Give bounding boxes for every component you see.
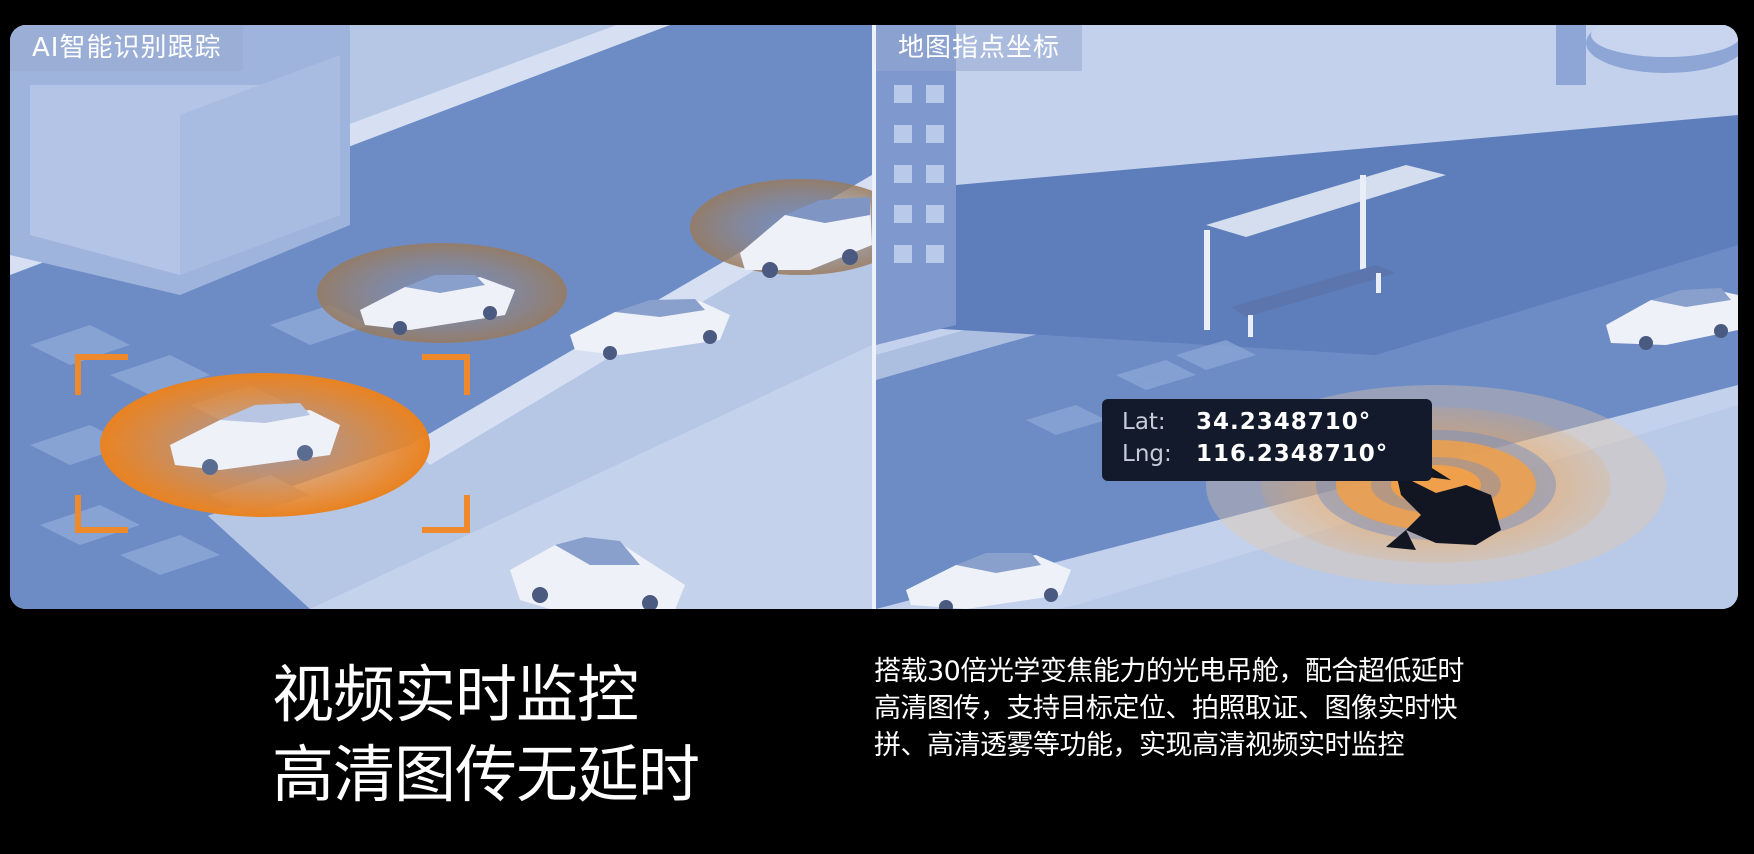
headline-line-1: 视频实时监控 bbox=[272, 658, 639, 731]
bus-shelter-icon bbox=[1204, 165, 1446, 337]
car-icon bbox=[360, 275, 515, 335]
longitude-row: Lng: 116.2348710° bbox=[1122, 441, 1388, 467]
ai-tracking-panel: AI智能识别跟踪 bbox=[10, 25, 872, 609]
headline: 视频实时监控 高清图传无延时 bbox=[272, 655, 700, 815]
longitude-label: Lng: bbox=[1122, 441, 1172, 467]
coordinate-tooltip: Lat: 34.2348710° Lng: 116.2348710° bbox=[1102, 399, 1432, 481]
latitude-value: 34.2348710° bbox=[1196, 409, 1372, 435]
ai-tracking-scene bbox=[10, 25, 872, 609]
suv-icon bbox=[740, 197, 872, 278]
car-icon bbox=[510, 537, 685, 609]
feature-description: 搭载30倍光学变焦能力的光电吊舱，配合超低延时高清图传，支持目标定位、拍照取证、… bbox=[874, 656, 1464, 761]
map-pointing-scene bbox=[876, 25, 1738, 609]
panel-divider bbox=[872, 25, 876, 609]
car-icon bbox=[570, 299, 730, 360]
car-icon bbox=[906, 553, 1071, 609]
car-icon bbox=[170, 403, 340, 475]
feature-banner: AI智能识别跟踪 bbox=[10, 25, 1738, 609]
map-pointing-panel: 地图指点坐标 Lat: 34.2348710° Lng: 116.2348710° bbox=[876, 25, 1738, 609]
panel-label: 地图指点坐标 bbox=[876, 25, 1083, 71]
target-brackets bbox=[75, 354, 470, 533]
car-icon bbox=[1606, 288, 1738, 350]
longitude-value: 116.2348710° bbox=[1196, 441, 1389, 467]
panel-label: AI智能识别跟踪 bbox=[10, 25, 244, 71]
headline-line-2: 高清图传无延时 bbox=[272, 738, 700, 811]
latitude-row: Lat: 34.2348710° bbox=[1122, 409, 1371, 435]
latitude-label: Lat: bbox=[1122, 409, 1166, 435]
